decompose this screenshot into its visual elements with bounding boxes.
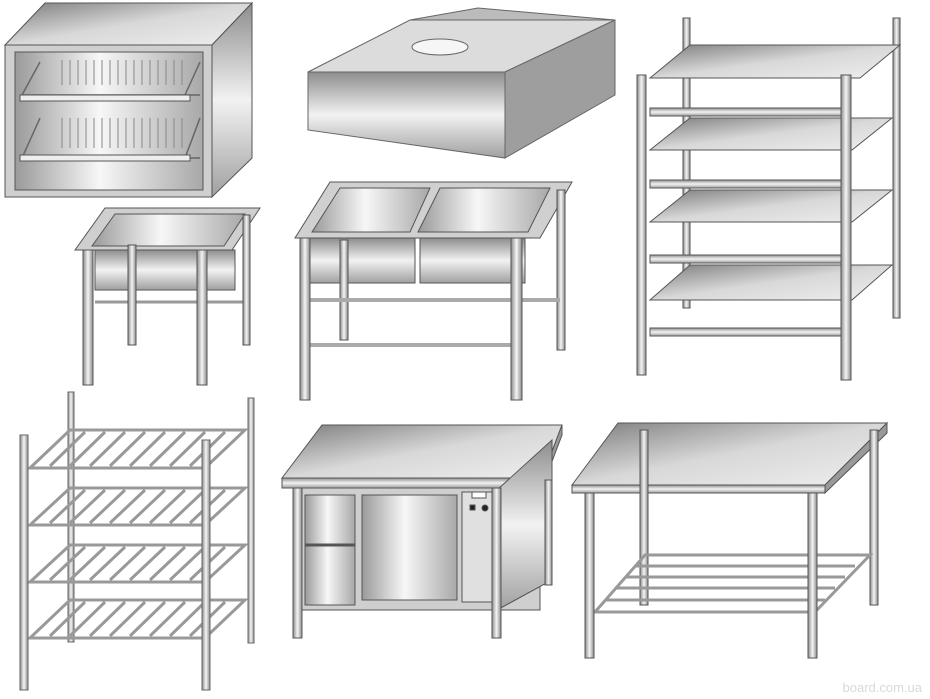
slatted-rack [19, 391, 255, 691]
double-sink [294, 181, 573, 401]
exhaust-hood [307, 7, 616, 159]
single-sink [74, 207, 261, 386]
wall-dish-cabinet [3, 1, 254, 199]
cabinet-table [280, 424, 563, 639]
four-tier-shelf-rack [636, 17, 902, 381]
watermark: board.com.ua [842, 680, 923, 695]
work-table-slatted-shelf [571, 421, 889, 659]
